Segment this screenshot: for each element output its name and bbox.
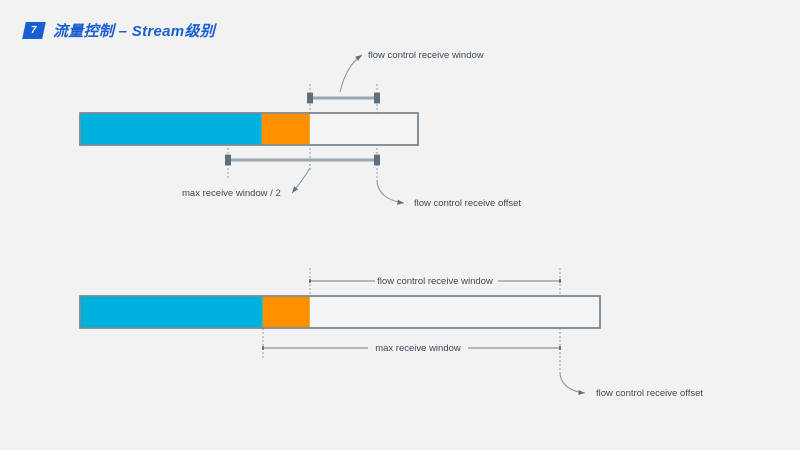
bar-segment-consumed-bottom (80, 296, 263, 328)
leader-flow-control-window-top (339, 54, 363, 93)
label-flow-control-receive-offset-bottom: flow control receive offset (596, 388, 703, 399)
diagram-bottom: flow control receive window max receive … (79, 268, 703, 399)
label-flow-control-receive-window-bottom: flow control receive window (377, 276, 493, 287)
label-flow-control-receive-window-top: flow control receive window (368, 50, 484, 61)
bar-segment-buffered-top (261, 113, 310, 145)
label-flow-control-receive-offset-top: flow control receive offset (414, 198, 521, 209)
page-title: 流量控制 – Stream级别 (53, 23, 216, 40)
leader-flow-control-offset-bottom (559, 371, 586, 396)
label-max-receive-window-bottom: max receive window (375, 343, 461, 354)
label-max-receive-window-half: max receive window / 2 (182, 188, 281, 199)
leader-flow-control-offset-top (376, 179, 405, 205)
slide-title-row: 7 流量控制 – Stream级别 (22, 20, 216, 41)
bar-segment-buffered-bottom (262, 296, 310, 328)
diagram-top: flow control receive window max receive … (79, 50, 521, 209)
leader-max-receive-window-half (291, 167, 311, 194)
bar-segment-consumed-top (80, 113, 262, 145)
